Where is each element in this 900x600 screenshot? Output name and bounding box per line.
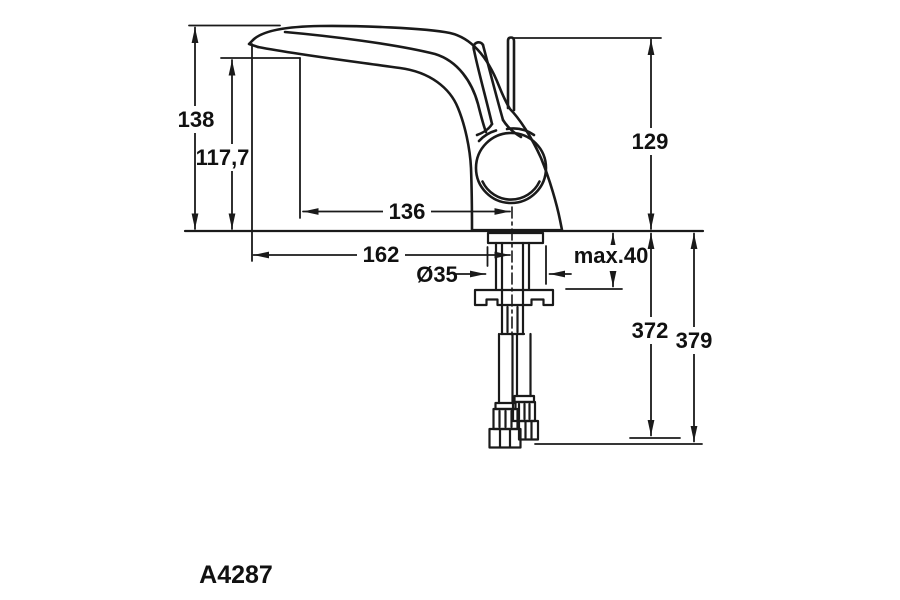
base-gasket: [486, 231, 545, 245]
mounting-washer: [473, 288, 555, 307]
cartridge-pin: [506, 36, 516, 112]
hose-nut-rear: [517, 419, 540, 441]
spout-top-edge: [251, 24, 564, 232]
lever-handle: [472, 41, 523, 139]
dim-label-max-thickness: max.40: [574, 243, 649, 268]
product-code-label: A4287: [199, 561, 273, 589]
spout-tip: [247, 38, 260, 49]
dim-label-handle-height: 129: [632, 129, 669, 154]
mounting-hardware: [473, 206, 555, 449]
dim-label-supply-length-outer: 379: [676, 328, 713, 353]
spout-mid-edge: [283, 30, 488, 134]
dim-label-total-height: 138: [178, 107, 215, 132]
ball-joint-dash-left: [477, 129, 498, 143]
hose-nut-front: [488, 427, 522, 449]
dim-label-hole-diameter: Ø35: [416, 262, 458, 287]
ball-joint-inner-arc: [481, 180, 541, 201]
ball-joint: [474, 131, 548, 205]
dimension-labels: 138 117,7 136 162 Ø35 max.40 129 372 379…: [176, 106, 715, 589]
dim-label-supply-length-inner: 372: [632, 318, 669, 343]
dim-label-overall-reach: 162: [363, 242, 400, 267]
threaded-shank: [494, 241, 531, 336]
dim-label-outlet-reach: 136: [389, 199, 426, 224]
spout-underside-edge: [256, 45, 474, 232]
supply-hose-front: [488, 332, 522, 449]
supply-hose-rear: [511, 332, 540, 441]
faucet-outline: [247, 24, 564, 232]
dim-label-outlet-height: 117,7: [196, 145, 250, 170]
